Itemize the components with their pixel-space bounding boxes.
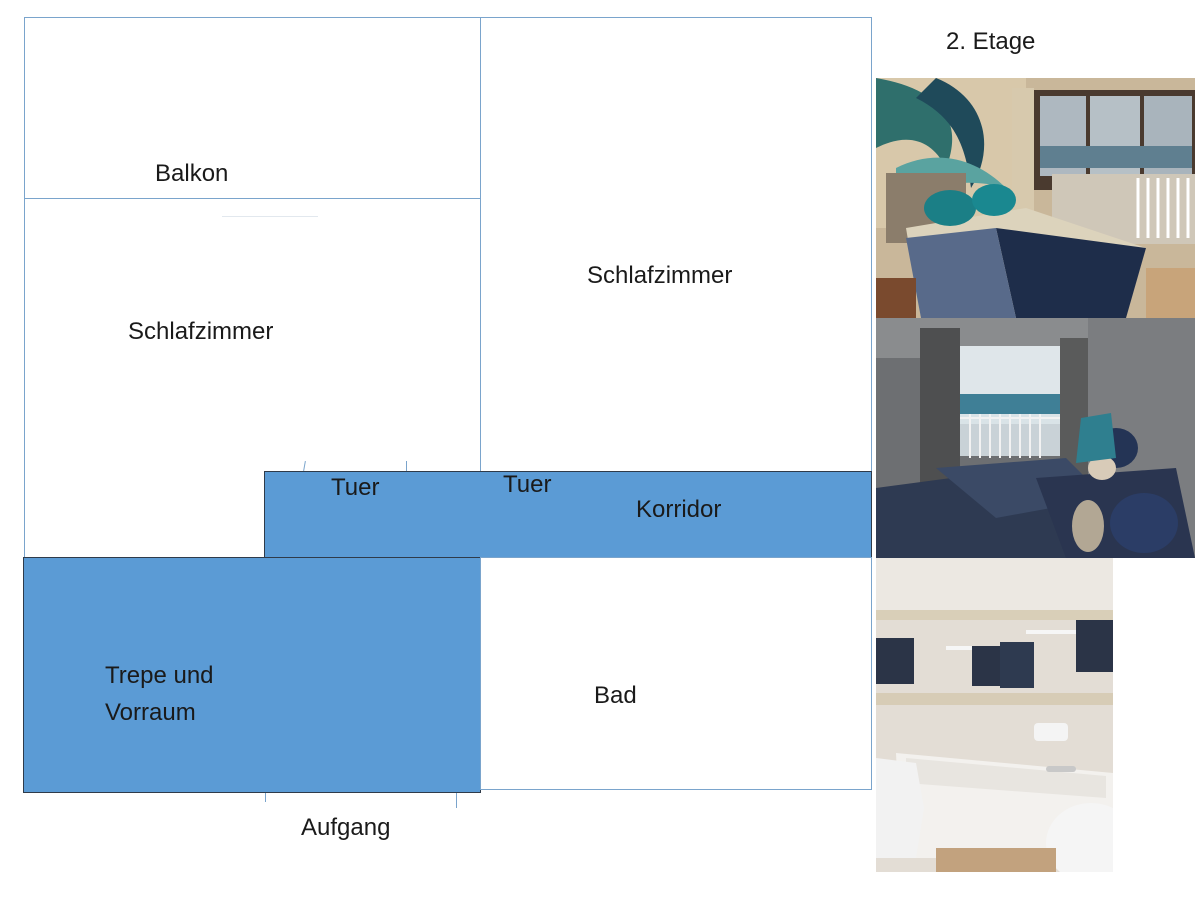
treppe-vorraum-room xyxy=(23,557,481,793)
korridor-room xyxy=(264,471,872,558)
door-tick xyxy=(406,461,407,471)
bad-room xyxy=(480,557,872,790)
treppe-label-line1: Trepe und xyxy=(105,662,214,689)
aufgang-label: Aufgang xyxy=(301,814,391,841)
schlafzimmer-right-room xyxy=(480,17,872,472)
schlafzimmer-left-label: Schlafzimmer xyxy=(128,318,274,345)
tuer-label-2: Tuer xyxy=(503,471,552,498)
bathroom-photo xyxy=(876,558,1113,872)
bedroom-twin-beds-photo xyxy=(876,318,1195,558)
divider-line xyxy=(222,216,318,217)
entrance-tick xyxy=(456,793,457,808)
korridor-label: Korridor xyxy=(636,496,722,523)
balkon-room xyxy=(24,17,481,199)
schlafzimmer-right-label: Schlafzimmer xyxy=(587,262,733,289)
bad-label: Bad xyxy=(594,682,637,709)
entrance-tick xyxy=(265,793,266,802)
bedroom-double-bed-photo xyxy=(876,78,1195,318)
balkon-label: Balkon xyxy=(155,160,229,187)
treppe-label-line2: Vorraum xyxy=(105,699,196,726)
floor-title: 2. Etage xyxy=(946,28,1036,55)
tuer-label-1: Tuer xyxy=(331,474,380,501)
